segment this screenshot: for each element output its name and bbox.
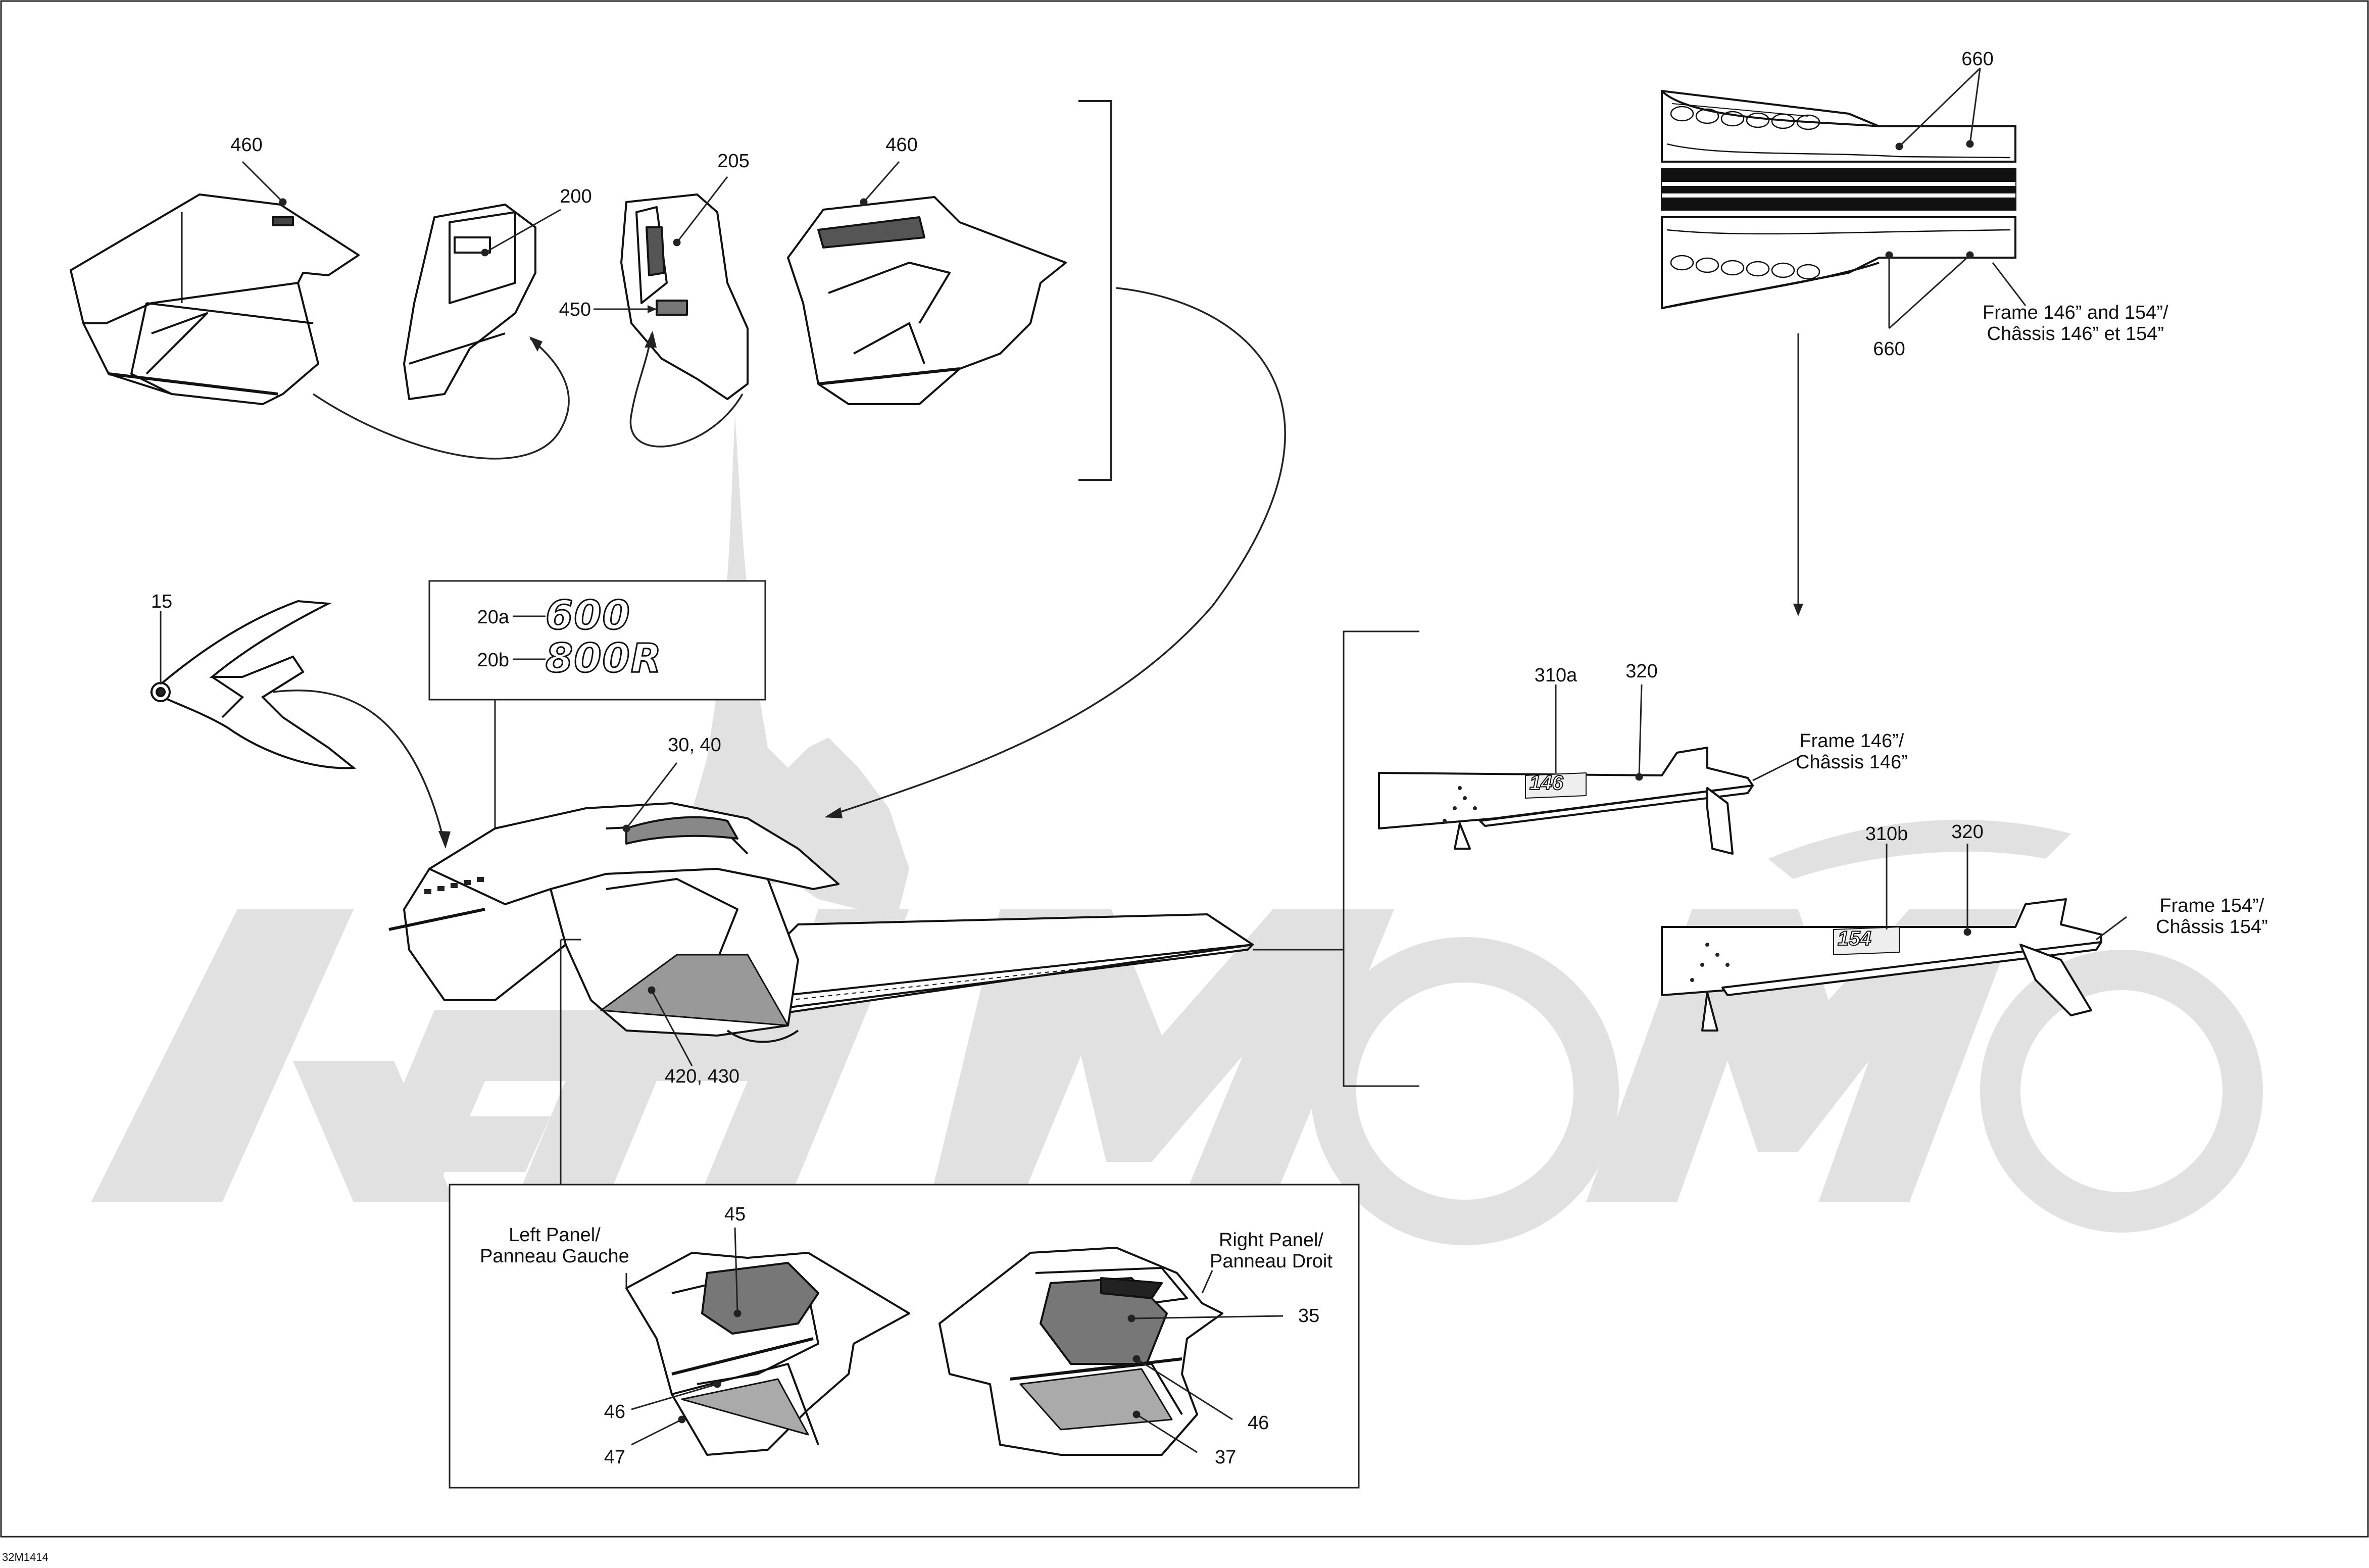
callout-15: 15 (151, 591, 173, 612)
leaders-top-left (241, 161, 900, 257)
callout-20b: 20b (477, 650, 509, 671)
side-panel-right-outer (787, 196, 1067, 405)
callout-420-430: 420, 430 (665, 1066, 739, 1087)
right-panel-label: Right Panel/ Panneau Droit (1210, 1230, 1332, 1272)
badge-800r: 800R (545, 636, 662, 681)
panels-box (449, 1184, 1360, 1489)
leaders-146 (1555, 684, 1799, 781)
leaders-panels (625, 1227, 1284, 1453)
frame-154 (1661, 898, 2102, 1032)
right-panel-detail (939, 1247, 1223, 1456)
leaders-660 (1797, 67, 2027, 606)
model-badge-box (428, 580, 766, 701)
callout-200: 200 (560, 186, 592, 207)
callout-45: 45 (724, 1204, 746, 1225)
watermark-church (687, 414, 909, 909)
badge-600: 600 (545, 593, 631, 639)
callout-30-40: 30, 40 (668, 734, 721, 756)
side-panel-205 (620, 193, 749, 400)
callout-450: 450 (559, 299, 591, 320)
callout-460-left: 460 (230, 134, 263, 156)
watermark-letter-m (929, 909, 1394, 1202)
callout-460-right: 460 (885, 134, 918, 156)
callout-35: 35 (1298, 1305, 1320, 1327)
callout-310b: 310b (1865, 823, 1908, 845)
document-id: 32M1414 (2, 1551, 48, 1563)
watermark-letter-a (91, 909, 455, 1202)
frame-146-label: Frame 146”/ Châssis 146” (1796, 730, 1908, 773)
side-panel-200 (403, 204, 536, 400)
callout-37: 37 (1215, 1447, 1237, 1468)
callout-47: 47 (604, 1447, 625, 1468)
tunnel-frame-top (1661, 89, 2016, 310)
leader-arrowheads (438, 331, 843, 849)
bracket-top (1078, 100, 1112, 481)
leaders-main (560, 762, 1344, 1185)
callout-660-top: 660 (1961, 48, 1994, 70)
watermark-wheel-1 (1311, 937, 1619, 1245)
frame-146 (1378, 747, 1754, 855)
snowmobile-body (388, 802, 1254, 1043)
watermark-letter-e (354, 1010, 596, 1202)
callout-660-bottom: 660 (1873, 338, 1905, 360)
callout-320-a: 320 (1625, 661, 1658, 682)
side-panel-left-outer (70, 193, 360, 405)
callout-46-right: 46 (1248, 1412, 1269, 1434)
frame-146-154-label: Frame 146” and 154”/ Châssis 146” et 154… (1983, 302, 2168, 345)
front-nose (403, 868, 567, 1001)
top-left-panels (70, 193, 1067, 405)
callout-320-b: 320 (1951, 821, 1984, 843)
left-panel-label: Left Panel/ Panneau Gauche (480, 1224, 629, 1267)
watermark-wheel-2 (1980, 950, 2263, 1233)
frame-decal-146: 146 (1529, 772, 1564, 794)
frame-154-label: Frame 154”/ Châssis 154” (2156, 895, 2268, 938)
left-panel-detail (625, 1252, 910, 1456)
hood-nose (150, 600, 357, 769)
callout-46-left: 46 (604, 1401, 625, 1423)
leaders-154 (1886, 844, 2127, 941)
callout-205: 205 (717, 151, 750, 172)
leader-curves (272, 287, 1286, 844)
callout-20a: 20a (477, 607, 509, 628)
watermark-bike-arm (1768, 819, 2071, 879)
callout-310a: 310a (1534, 665, 1577, 686)
bracket-rails (1343, 630, 1419, 1087)
watermark (91, 414, 2263, 1245)
frame-decal-154: 154 (1837, 927, 1872, 950)
